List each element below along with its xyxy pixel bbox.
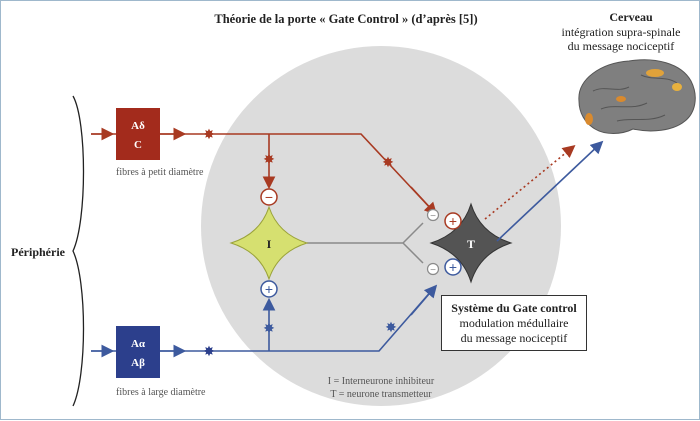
small-fiber-box-line1: Aδ (131, 120, 145, 132)
periphery-label: Périphérie (11, 245, 66, 259)
transmitter-label: T (467, 237, 475, 251)
large-fiber-to-brain-arrow (496, 140, 604, 242)
interneuron-output-path (307, 222, 424, 264)
small-fiber-box (116, 108, 160, 160)
spike-large-2: ✸ (263, 322, 275, 337)
interneuron-minus-sign (260, 188, 278, 206)
t-blue-plus (444, 258, 462, 276)
t-red-plus-text: + (449, 213, 457, 229)
interneuron-plus-sign (260, 280, 278, 298)
gate-box-line2: modulation médullaire (459, 316, 569, 330)
t-red-plus (444, 212, 462, 230)
t-gray-minus-top (426, 208, 440, 222)
transmitter-t (429, 202, 513, 284)
diagram-title: Théorie de la porte « Gate Control » (d’… (214, 12, 477, 26)
legend-line1: I = Interneurone inhibiteur (328, 376, 435, 387)
legend-line2: T = neurone transmetteur (330, 389, 432, 400)
spike-small-2: ✸ (263, 153, 275, 168)
brain-activation-4 (616, 96, 626, 102)
large-fiber-box (116, 326, 160, 378)
t-blue-plus-text: + (449, 259, 457, 275)
small-fiber-caption: fibres à petit diamètre (116, 167, 204, 178)
gate-control-zone (201, 46, 561, 406)
t-gray-minus-bottom-text: − (430, 265, 436, 276)
small-fiber-box-line2: C (134, 139, 142, 151)
gate-control-box: Système du Gate control modulation médul… (441, 295, 587, 351)
brain-activation-1 (646, 69, 664, 77)
spike-large-3: ✸ (385, 321, 397, 336)
interneuron-minus-text: − (265, 189, 273, 205)
brain-activation-2 (672, 83, 682, 91)
large-fiber-caption: fibres à large diamètre (116, 387, 206, 398)
periphery-brace (72, 95, 85, 407)
brain-line1: intégration supra-spinale (562, 25, 681, 39)
spike-large-1: ✸ (203, 345, 215, 360)
interneuron-label: I (267, 237, 272, 251)
large-fiber-box-line1: Aα (131, 338, 146, 350)
large-fiber-box-line2: Aβ (131, 357, 145, 369)
brain-sulci (592, 74, 678, 122)
interneuron-plus-text: + (265, 281, 273, 297)
large-fiber-arrow-to-t (410, 284, 438, 316)
small-fiber-arrow-to-t (410, 186, 438, 216)
brain-line2: du message nociceptif (568, 39, 675, 53)
t-gray-minus-bottom (426, 262, 440, 276)
spike-small-1: ✸ (203, 128, 215, 143)
brain-label: Cerveau (609, 10, 653, 24)
brain-activation-3 (585, 113, 593, 125)
spike-small-3: ✸ (382, 156, 394, 171)
brain-image (578, 59, 696, 134)
t-gray-minus-top-text: − (430, 211, 436, 222)
t-output-dotted-arrow (484, 144, 576, 220)
gate-box-line3: du message nociceptif (460, 331, 568, 345)
gate-box-title: Système du Gate control (451, 301, 577, 315)
interneuron-i (229, 205, 309, 281)
